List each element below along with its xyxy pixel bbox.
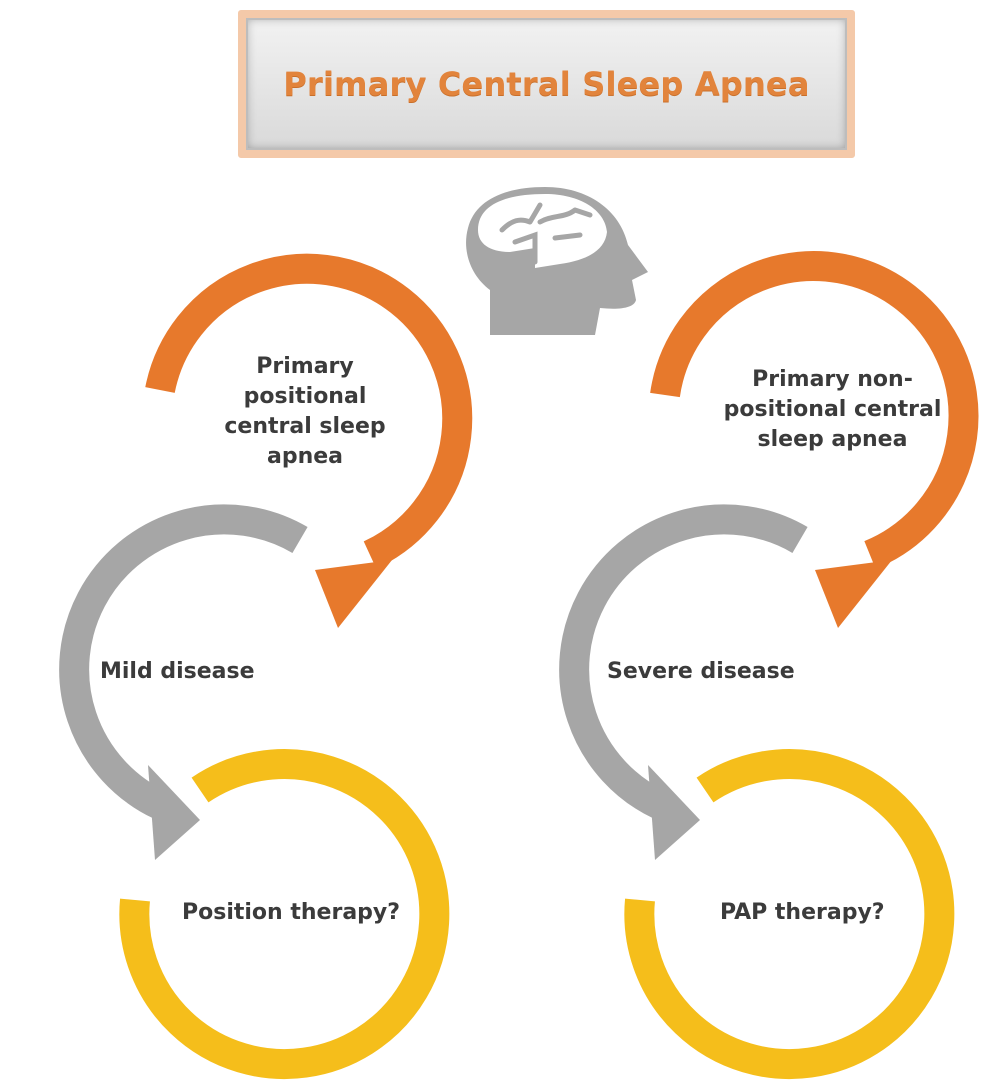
- brain-head-icon: [466, 187, 648, 335]
- left-stage2-label: Mild disease: [100, 659, 255, 684]
- left-gray-arrow: [59, 504, 308, 860]
- right-gray-arrow: [559, 504, 808, 860]
- right-yellow-ring: [624, 749, 955, 1079]
- right-stage1-label: Primary non- positional central sleep ap…: [723, 367, 942, 452]
- right-stage2-label: Severe disease: [607, 659, 795, 684]
- title-box: Primary Central Sleep Apnea: [238, 10, 855, 158]
- left-stage1-label: Primary positional central sleep apnea: [224, 354, 386, 469]
- right-stage3-label: PAP therapy?: [720, 900, 885, 925]
- page-title: Primary Central Sleep Apnea: [283, 65, 810, 103]
- left-orange-arrow: [145, 253, 473, 628]
- right-orange-arrow: [650, 251, 979, 628]
- left-yellow-ring: [119, 749, 450, 1079]
- left-stage3-label: Position therapy?: [182, 900, 401, 925]
